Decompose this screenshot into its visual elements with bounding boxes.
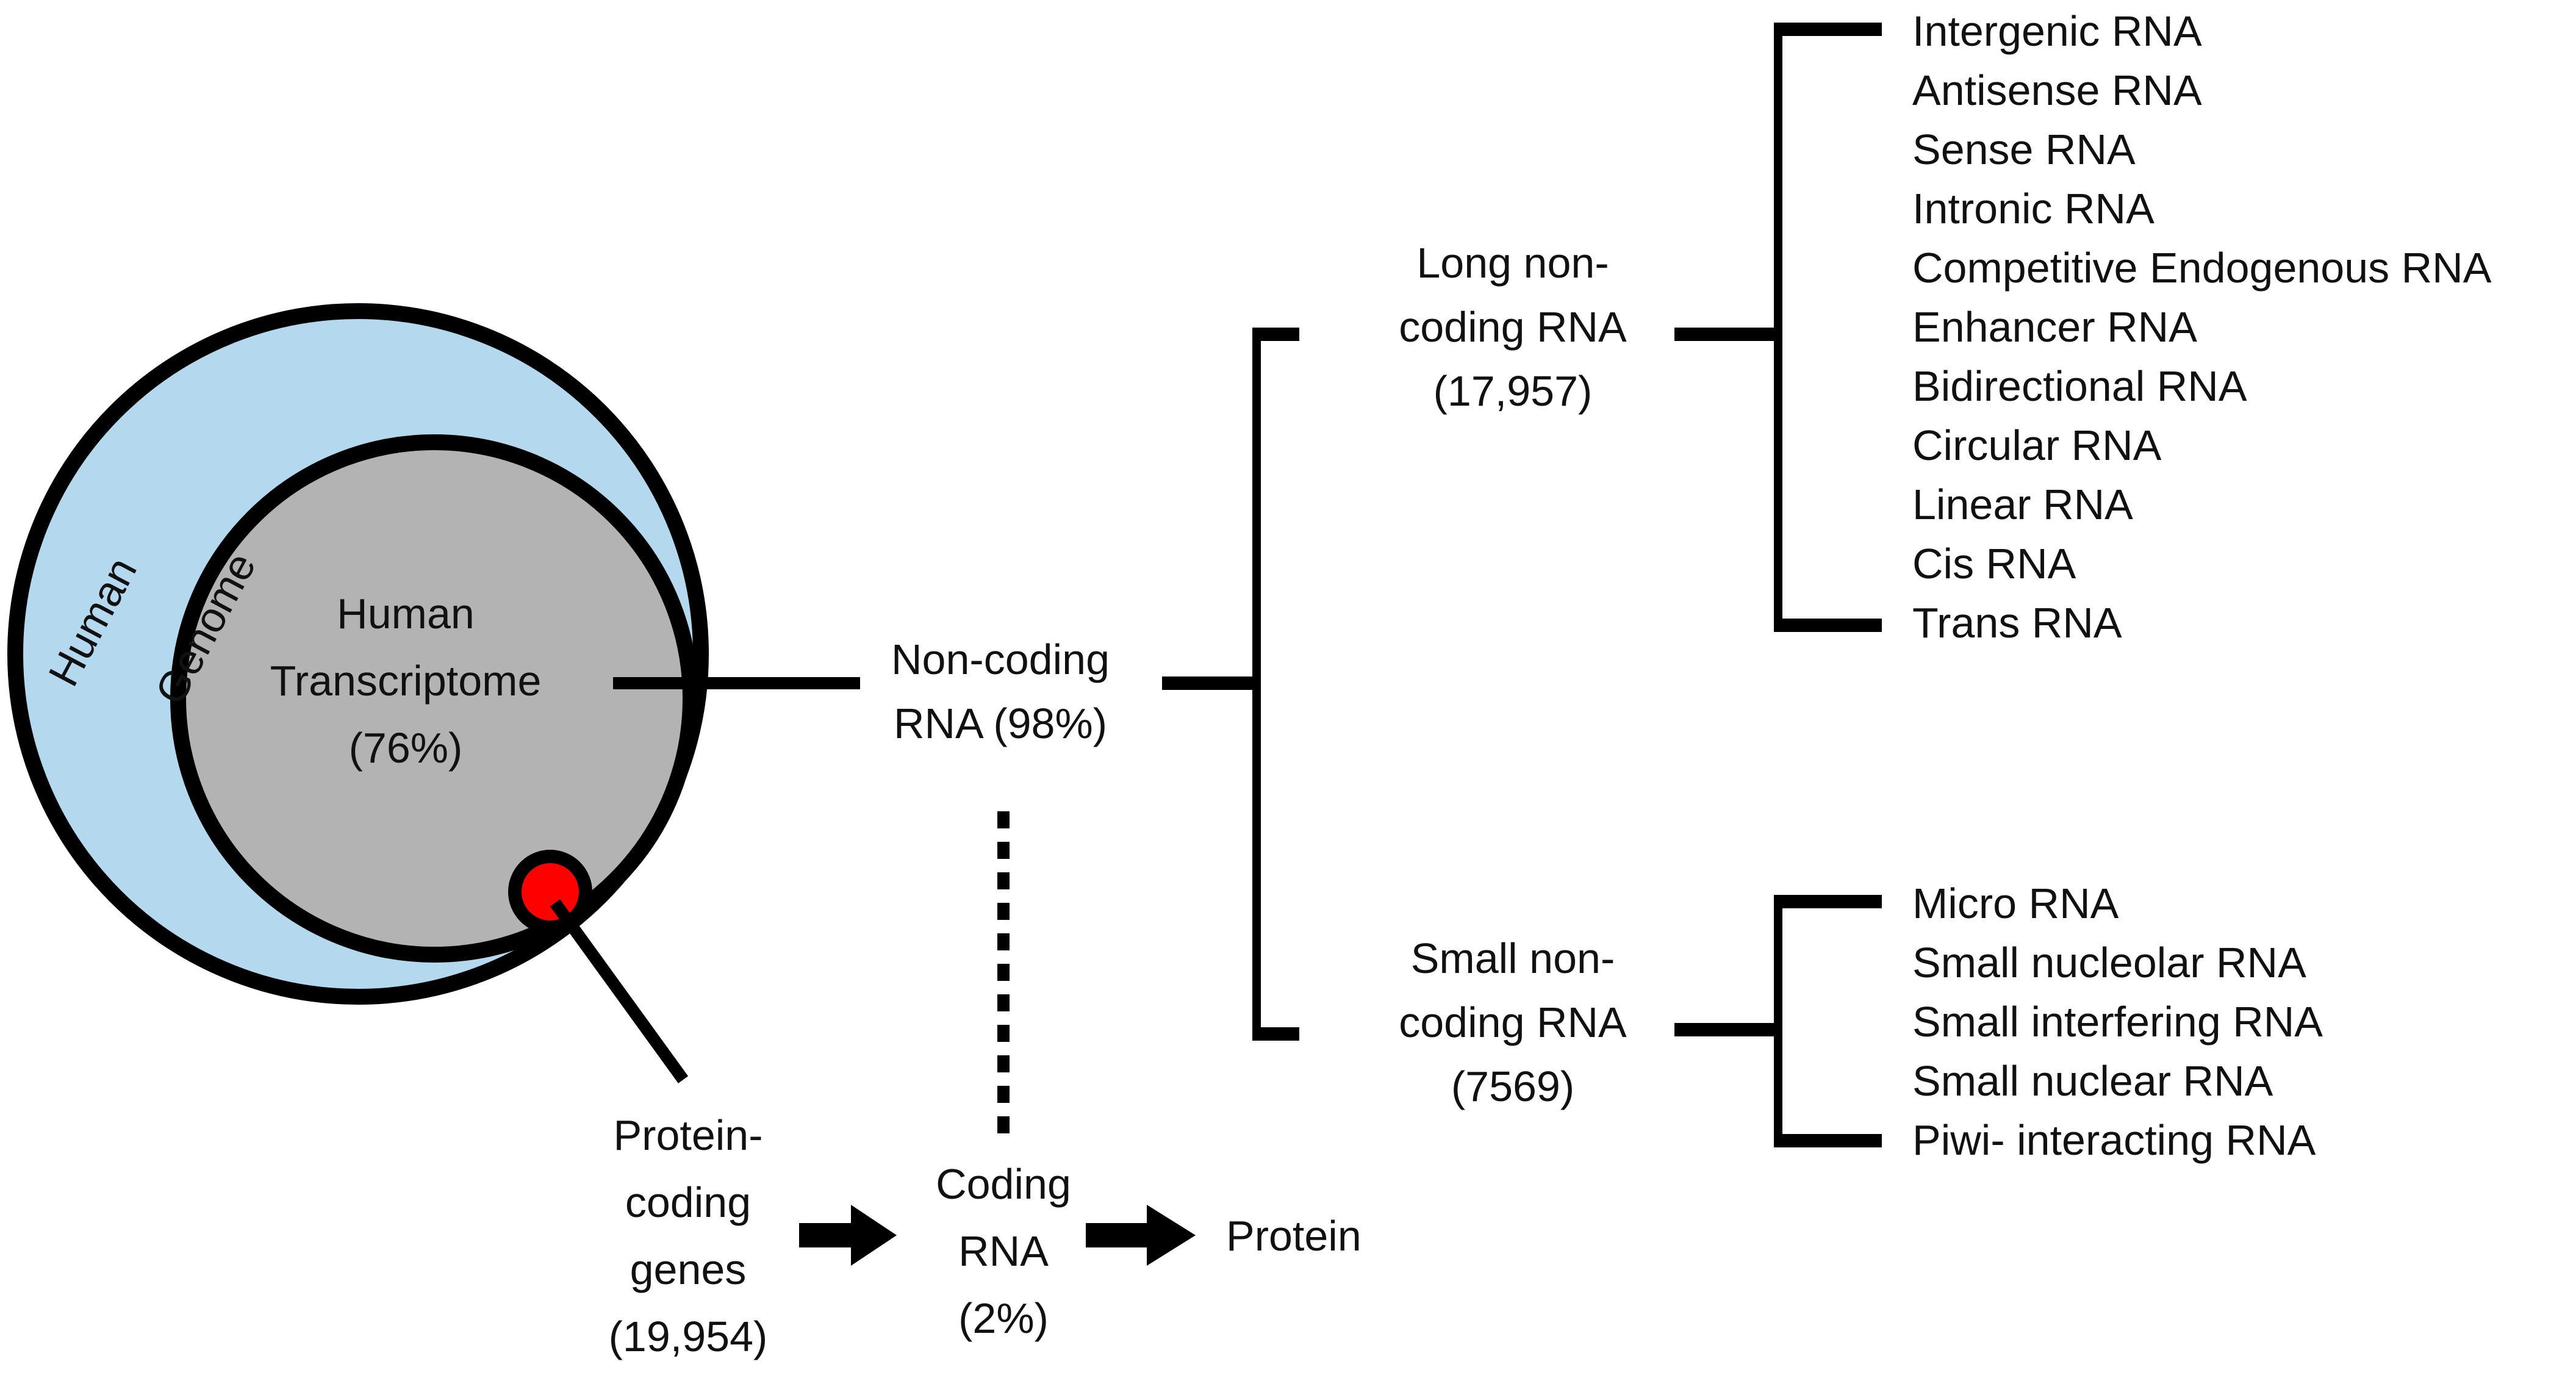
long-ncrna-item: Circular RNA [1912,422,2162,469]
protein-genes-label-line2: coding [625,1179,751,1226]
coding-label-line3: (2%) [958,1294,1049,1342]
transcriptome-label-line2: Transcriptome [270,657,542,705]
small-ncrna-item: Small interfering RNA [1912,998,2323,1046]
arrow-genes-to-coding [799,1205,897,1266]
long-ncrna-item: Bidirectional RNA [1912,362,2247,410]
long-ncrna-label-line3: (17,957) [1433,367,1593,415]
noncoding-label-line2: RNA (98%) [894,700,1107,747]
small-ncrna-label-line3: (7569) [1451,1063,1574,1110]
long-ncrna-items: Intergenic RNA Antisense RNA Sense RNA Intr… [1912,7,2492,647]
arrow-coding-to-protein [1086,1205,1196,1266]
small-ncrna-item: Small nuclear RNA [1912,1057,2273,1105]
transcriptome-label-line3: (76%) [349,724,463,772]
protein-genes-connector [550,899,689,1083]
long-ncrna-item: Intergenic RNA [1912,7,2202,55]
small-ncrna-label-line2: coding RNA [1399,999,1627,1046]
long-ncrna-item: Competitive Endogenous RNA [1912,244,2492,292]
protein-genes-label-line4: (19,954) [609,1313,768,1360]
long-ncrna-item: Enhancer RNA [1912,303,2197,351]
coding-label-line2: RNA [958,1227,1049,1275]
long-ncrna-item: Linear RNA [1912,481,2133,528]
long-ncrna-item: Antisense RNA [1912,66,2202,114]
long-ncrna-label-line1: Long non- [1416,239,1609,287]
protein-coding-dot [508,850,592,934]
long-ncrna-item: Cis RNA [1912,540,2076,587]
long-ncrna-label-line2: coding RNA [1399,303,1627,351]
noncoding-label-line1: Non-coding [891,636,1110,683]
transcriptome-circle [170,434,698,963]
protein-label: Protein [1226,1212,1362,1260]
small-ncrna-item: Piwi- interacting RNA [1912,1116,2316,1164]
protein-genes-label-line3: genes [630,1246,747,1293]
coding-label-line1: Coding [936,1160,1071,1208]
long-ncrna-item: Intronic RNA [1912,185,2154,232]
small-ncrna-items: Micro RNA Small nucleolar RNA Small interf… [1912,880,2323,1164]
transcriptome-label-line1: Human [337,590,475,637]
long-ncrna-item: Trans RNA [1912,599,2122,647]
small-ncrna-item: Small nucleolar RNA [1912,939,2306,986]
small-ncrna-item: Micro RNA [1912,880,2119,927]
small-ncrna-label-line1: Small non- [1411,935,1615,982]
protein-genes-label-line1: Protein- [613,1111,762,1159]
long-ncrna-item: Sense RNA [1912,126,2136,173]
